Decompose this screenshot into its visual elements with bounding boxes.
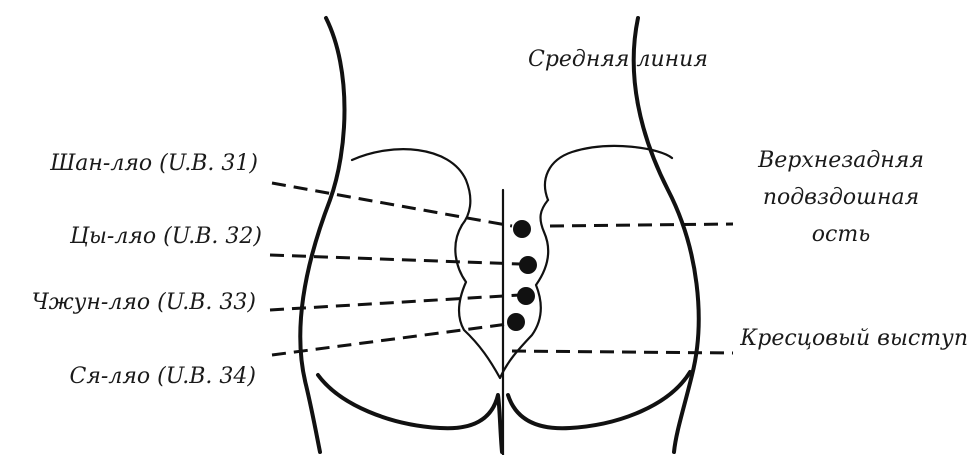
label-chzhun-liao: Чжун-ляо (U.B. 33) <box>32 290 256 315</box>
leader-chzhun-liao <box>270 295 520 310</box>
label-psis-line2: подвздошная <box>763 185 919 210</box>
point-sya-liao <box>507 313 525 331</box>
left-body-outline <box>300 18 344 452</box>
leader-sacral-prominence <box>512 351 733 353</box>
left-gluteal-curve <box>318 375 502 452</box>
left-iliac-crest <box>352 149 470 225</box>
leader-tsy-liao <box>270 255 520 264</box>
leader-psis <box>550 224 733 226</box>
right-gluteal-curve <box>508 372 690 428</box>
label-midline: Средняя линия <box>528 47 708 72</box>
point-chzhun-liao <box>517 287 535 305</box>
label-shan-liao: Шан-ляо (U.B. 31) <box>49 151 258 176</box>
label-psis-line1: Верхнезадняя <box>757 148 924 173</box>
right-body-outline <box>634 18 699 452</box>
point-tsy-liao <box>519 256 537 274</box>
leader-shan-liao <box>272 183 512 226</box>
label-tsy-liao: Цы-ляо (U.B. 32) <box>69 224 262 249</box>
label-sacral-prominence: Кресцовый выступ <box>739 326 968 351</box>
label-sya-liao: Ся-ляо (U.B. 34) <box>70 364 256 389</box>
point-shan-liao <box>513 220 531 238</box>
label-psis-line3: ость <box>812 222 870 247</box>
